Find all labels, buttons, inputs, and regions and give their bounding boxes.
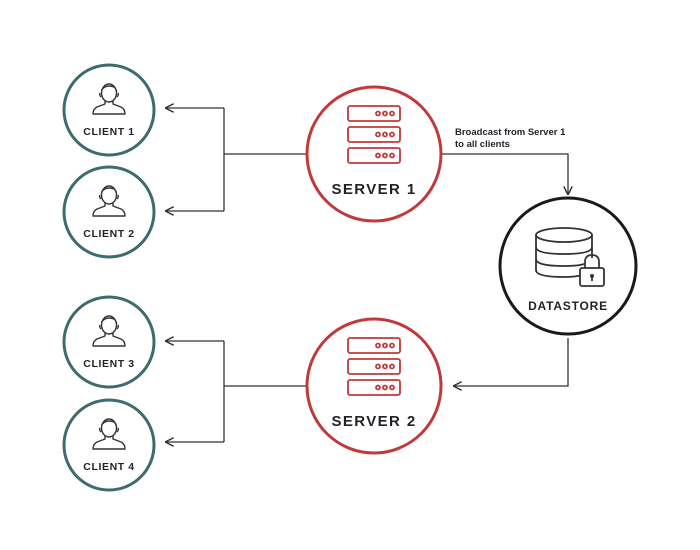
- edge-server1-to-datastore: [441, 153, 568, 194]
- client-node-2: CLIENT 2: [62, 165, 156, 259]
- client-node-4: CLIENT 4: [62, 398, 156, 492]
- broadcast-annotation-line2: to all clients: [455, 139, 510, 150]
- server-node-1: SERVER 1: [305, 85, 443, 223]
- user-icon: [92, 185, 126, 217]
- client-label: CLIENT 1: [83, 126, 134, 138]
- server-label: SERVER 1: [331, 181, 416, 198]
- server-label: SERVER 2: [331, 413, 416, 430]
- edges: [166, 108, 568, 442]
- client-label: CLIENT 2: [83, 228, 134, 240]
- database-lock-icon: [535, 227, 605, 287]
- client-label: CLIENT 3: [83, 358, 134, 370]
- server-stack-icon: [347, 337, 401, 396]
- datastore-label: DATASTORE: [528, 299, 608, 313]
- broadcast-annotation-line1: Broadcast from Server 1: [455, 127, 566, 138]
- edge-datastore-to-server2: [454, 338, 569, 386]
- user-icon: [92, 83, 126, 115]
- client-label: CLIENT 4: [83, 461, 134, 473]
- client-node-1: CLIENT 1: [62, 63, 156, 157]
- client-node-3: CLIENT 3: [62, 295, 156, 389]
- datastore-node: DATASTORE: [498, 196, 638, 336]
- user-icon: [92, 418, 126, 450]
- broadcast-annotation: Broadcast from Server 1 to all clients: [455, 127, 566, 150]
- server-node-2: SERVER 2: [305, 317, 443, 455]
- server-stack-icon: [347, 105, 401, 164]
- user-icon: [92, 315, 126, 347]
